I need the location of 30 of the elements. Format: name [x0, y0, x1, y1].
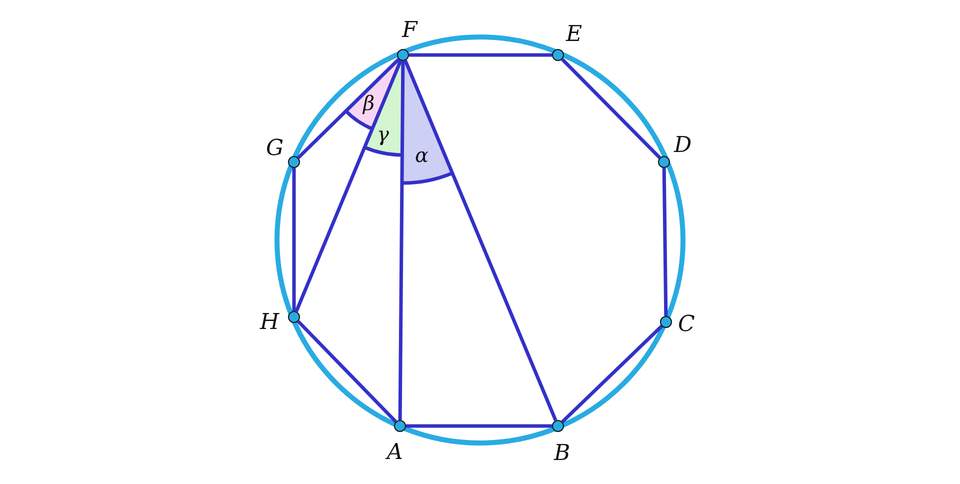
- vertex-label: D: [674, 135, 692, 157]
- line-segment: [297, 58, 400, 160]
- line-segment: [409, 53, 552, 57]
- line-segment: [406, 424, 552, 428]
- vertex-label: G: [266, 138, 284, 160]
- vertex-label: E: [566, 24, 582, 46]
- vertex-point: [394, 420, 406, 432]
- angle-label: γ: [377, 123, 389, 145]
- vertex-point: [397, 49, 409, 61]
- vertex-label: F: [402, 20, 418, 42]
- vertex-label: A: [387, 442, 403, 464]
- line-segment: [404, 60, 558, 422]
- line-segment: [398, 60, 405, 420]
- line-segment: [296, 320, 398, 423]
- vertex-point: [552, 49, 564, 61]
- vertex-point: [658, 156, 670, 168]
- vertex-label: H: [260, 312, 280, 334]
- line-segment: [561, 324, 663, 424]
- vertex-point: [288, 156, 300, 168]
- vertex-point: [660, 316, 672, 328]
- line-segment: [662, 168, 668, 316]
- line-segment: [292, 168, 296, 311]
- angle-label: β: [363, 92, 375, 114]
- vertex-label: C: [678, 314, 695, 336]
- vertex-label: B: [554, 443, 570, 465]
- vertex-point: [552, 420, 564, 432]
- line-segment: [560, 58, 662, 159]
- vertex-point: [288, 311, 300, 323]
- line-segment: [294, 60, 402, 312]
- angle-label: α: [415, 144, 429, 166]
